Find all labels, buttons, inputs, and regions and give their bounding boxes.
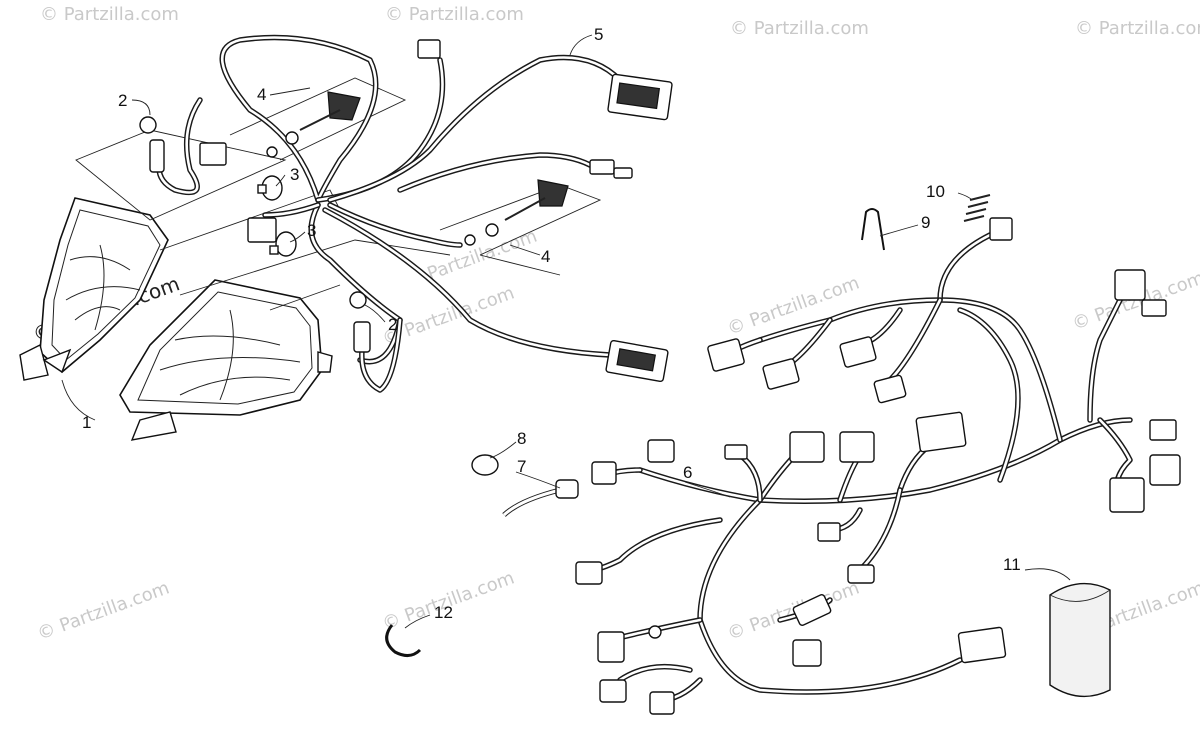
watermark-top-center-left: © Partzilla.com bbox=[385, 4, 524, 25]
callout-3-top: 3 bbox=[290, 165, 299, 184]
strap-and-spring bbox=[861, 194, 991, 251]
headlight-harness bbox=[139, 34, 673, 393]
callout-1: 1 bbox=[82, 413, 91, 432]
callout-9: 9 bbox=[921, 213, 930, 232]
callout-2-bottom: 2 bbox=[388, 315, 397, 334]
main-harness bbox=[575, 217, 1181, 715]
callout-8: 8 bbox=[517, 429, 526, 448]
callout-6: 6 bbox=[683, 463, 692, 482]
headlight-right bbox=[119, 279, 333, 441]
assembly-guide-lines bbox=[75, 77, 602, 311]
wire-clip bbox=[385, 624, 422, 657]
watermark-bottom-left: © Partzilla.com bbox=[35, 577, 173, 644]
watermark-bottom-center: © Partzilla.com bbox=[380, 567, 518, 634]
callout-leaders bbox=[61, 34, 1071, 629]
watermark-top-left: © Partzilla.com bbox=[40, 4, 179, 25]
fuse-and-clamp bbox=[471, 454, 579, 517]
callout-4-top: 4 bbox=[257, 85, 266, 104]
headlight-bulbs bbox=[257, 175, 297, 257]
protective-sleeve bbox=[1049, 582, 1111, 698]
callout-3-bottom: 3 bbox=[307, 221, 316, 240]
callout-labels: 1 2 2 3 3 4 4 5 6 7 8 9 10 11 12 bbox=[82, 25, 1021, 622]
callout-4-bottom: 4 bbox=[541, 247, 550, 266]
callout-2-top: 2 bbox=[118, 91, 127, 110]
watermark-top-right: © Partzilla.com bbox=[1075, 18, 1200, 39]
callout-7: 7 bbox=[517, 457, 526, 476]
headlight-adjusters bbox=[266, 91, 569, 246]
headlight-left bbox=[19, 197, 169, 381]
callout-11: 11 bbox=[1003, 555, 1021, 574]
callout-12: 12 bbox=[434, 603, 453, 622]
callout-5: 5 bbox=[594, 25, 603, 44]
watermark-top-center-right: © Partzilla.com bbox=[730, 18, 869, 39]
callout-10: 10 bbox=[926, 182, 945, 201]
